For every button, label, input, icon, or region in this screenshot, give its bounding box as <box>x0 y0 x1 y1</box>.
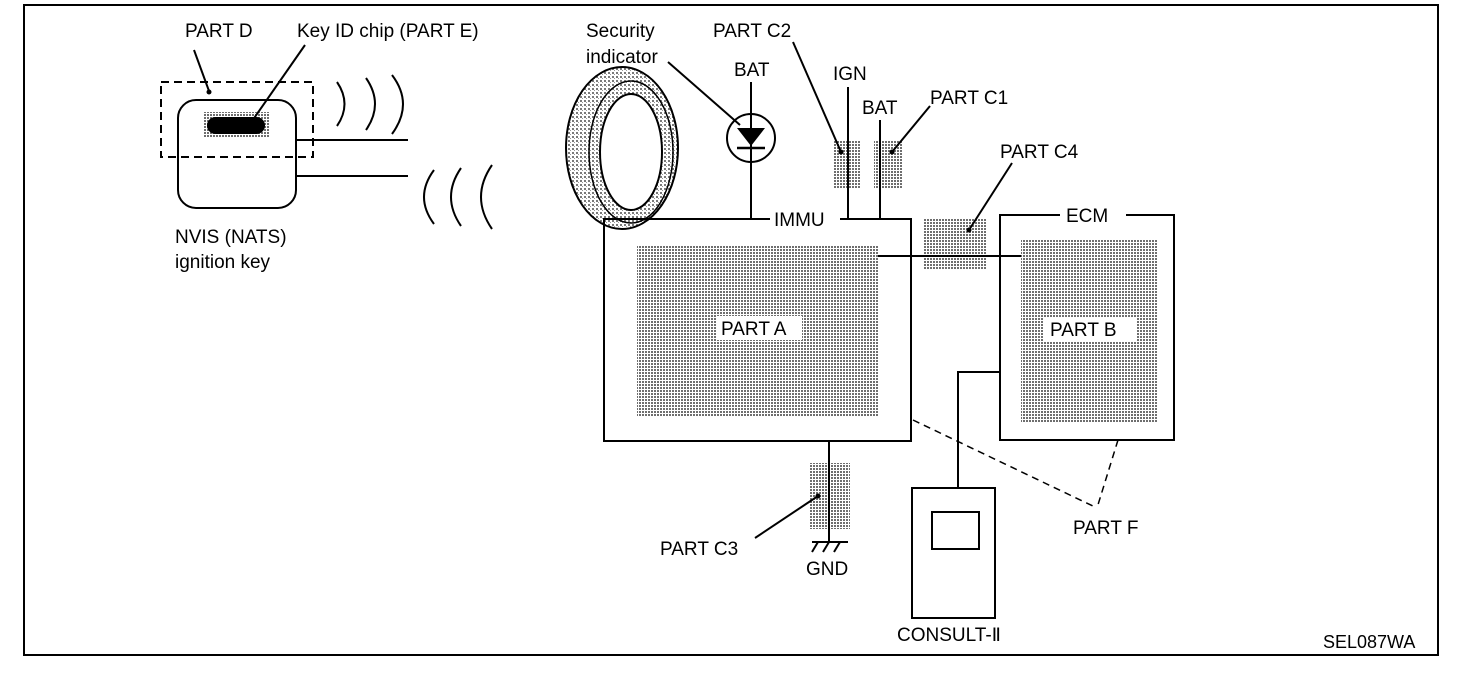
part-c2-leader-dot <box>838 149 844 155</box>
ecm-box <box>999 214 1175 441</box>
part-d-dashed-box <box>160 81 314 158</box>
label-consult: CONSULT-Ⅱ <box>897 625 1001 646</box>
label-part-c3: PART C3 <box>660 539 738 560</box>
diagram-frame <box>23 4 1439 656</box>
label-bat-mid: BAT <box>862 98 898 119</box>
ground-hatch <box>811 541 841 553</box>
part-a-label-bg <box>716 316 802 340</box>
label-part-c2: PART C2 <box>713 21 791 42</box>
security-indicator-led <box>667 61 776 218</box>
label-part-d: PART D <box>185 21 253 42</box>
label-figure-code: SEL087WA <box>1323 632 1415 652</box>
part-c1-leader <box>891 105 931 153</box>
connector-c1 <box>874 140 902 188</box>
label-immu: IMMU <box>774 210 825 231</box>
part-f-dashed-immu <box>912 419 1098 509</box>
consult-cable <box>957 371 1000 488</box>
signal-waves-right <box>336 74 404 135</box>
part-d-leader-dot <box>206 89 212 95</box>
part-f-dashed-ecm <box>1096 439 1119 509</box>
label-ecm: ECM <box>1066 206 1108 227</box>
label-part-c4: PART C4 <box>1000 142 1079 163</box>
label-nvis-line2: ignition key <box>175 252 271 273</box>
part-d-leader <box>193 49 210 92</box>
ignition-key <box>160 44 408 209</box>
part-c4-leader-dot <box>966 227 972 233</box>
label-security-line1: Security <box>586 21 655 42</box>
part-c2-leader <box>792 41 842 153</box>
label-part-b: PART B <box>1050 320 1117 341</box>
part-c4-leader <box>968 162 1013 231</box>
label-key-id-chip: Key ID chip (PART E) <box>297 21 479 42</box>
antenna-coil <box>565 66 679 230</box>
label-bat-top: BAT <box>734 60 770 81</box>
part-c3-leader <box>754 495 819 539</box>
part-c3-leader-dot <box>815 493 821 499</box>
label-part-c1: PART C1 <box>930 88 1008 109</box>
consult-device <box>911 487 996 619</box>
label-part-f: PART F <box>1073 518 1138 539</box>
part-b-label-bg <box>1044 317 1136 341</box>
security-indicator-leader <box>667 61 741 126</box>
key-body <box>177 99 297 209</box>
connector-c4 <box>924 219 987 269</box>
label-nvis-line1: NVIS (NATS) <box>175 227 287 248</box>
key-chip-leader <box>249 44 306 125</box>
key-id-chip <box>207 117 265 134</box>
part-c1-leader-dot <box>889 149 895 155</box>
signal-waves-left <box>423 164 493 230</box>
key-chip-leader-dot <box>247 121 253 127</box>
consult-screen <box>931 511 980 550</box>
immu-box <box>603 218 912 442</box>
label-gnd: GND <box>806 559 848 580</box>
label-part-a: PART A <box>721 319 787 340</box>
label-security-line2: indicator <box>586 47 658 68</box>
label-ign: IGN <box>833 64 867 85</box>
